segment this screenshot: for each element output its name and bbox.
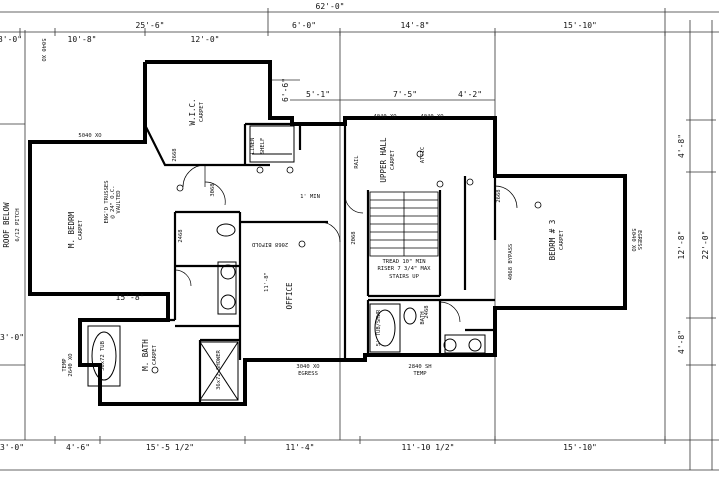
note-window-top: 5040 XO: [40, 38, 46, 61]
room-m-bedrm-name: M. BEDRM: [67, 211, 76, 248]
note-window-left: 5040 XO: [78, 133, 101, 139]
dim-bottom-5: 15'-10": [563, 443, 597, 452]
room-labels: W.I.C. CARPET M. BEDRM CARPET M. BATH CA…: [2, 98, 565, 370]
note-tub: 36x72 TUB: [100, 340, 106, 370]
note-door-2068: 2068: [351, 231, 357, 244]
note-shower: 36x72 SHOWER: [216, 349, 222, 389]
room-m-bath-name: M. BATH: [141, 339, 150, 371]
dim-top-1: 10'-8": [68, 35, 97, 44]
room-m-bath-floor: CARPET: [152, 344, 158, 365]
dim-bottom-4: 11'-10 1/2": [402, 443, 455, 452]
dim-top-5: 14'-8": [401, 21, 430, 30]
note-stairs-0: TREAD 10" MIN: [382, 259, 425, 265]
note-window-office: 3040 XO: [296, 364, 319, 370]
note-window-office-egress: EGRESS: [298, 371, 318, 377]
dim-left: 3'-0": [0, 333, 24, 342]
note-bath-label: BATH: [420, 311, 426, 324]
note-window-bath: 2840 SH: [408, 364, 431, 370]
dim-bottom-2: 15'-5 1/2": [146, 443, 194, 452]
roof-pitch-label: 6/12 PITCH: [15, 208, 21, 241]
dim-top-2: 25'-6": [136, 21, 165, 30]
dim-vertical-offset: 6'-6": [281, 78, 290, 102]
room-upper-hall-floor: CARPET: [390, 149, 396, 170]
dimension-lines: [0, 8, 719, 471]
note-tub-bath: 5' TUB/SHWR: [376, 309, 382, 346]
note-window-bath-temp: TEMP: [413, 371, 427, 377]
room-wic-floor: CARPET: [199, 101, 205, 122]
room-wic-name: W.I.C.: [188, 98, 197, 125]
note-door-2668-a: 2668: [172, 148, 178, 161]
note-rail: RAIL: [354, 155, 360, 169]
dim-top-4: 6'-0": [292, 21, 316, 30]
room-bedrm3-floor: CARPET: [559, 229, 565, 250]
interior-walls: [110, 62, 497, 404]
note-bypass: 4068 BYPASS: [508, 244, 514, 280]
note-door-2468-b: 2468: [424, 305, 430, 318]
dim-bottom-0: 3'-0": [0, 443, 24, 452]
room-bedrm3-name: BEDRM # 3: [548, 220, 557, 261]
room-m-bedrm-floor: CARPET: [78, 219, 84, 240]
dim-top-6: 15'-10": [563, 21, 597, 30]
note-window-temp: TEMP: [62, 358, 68, 372]
note-door-2668-b: 2668: [496, 189, 502, 202]
dim-bottom-3: 11'-4": [286, 443, 315, 452]
note-bifold: 2068 BIFOLD: [252, 241, 288, 247]
roof-below-label: ROOF BELOW: [2, 202, 11, 248]
dim-right-2: 4'-8": [677, 330, 686, 354]
note-door-3068: 3068: [210, 183, 216, 196]
note-window-bed3-egress: EGRESS: [636, 230, 642, 250]
fixtures: [87, 125, 486, 401]
note-trusses-2: VAULTED: [116, 190, 122, 213]
dim-top-0: 3'-0": [0, 35, 22, 44]
room-office-floor: 11'-8": [264, 272, 270, 292]
note-window-hall-b: 4040 XO: [420, 114, 443, 120]
room-upper-hall-name: UPPER HALL: [379, 137, 388, 183]
exterior-walls: [28, 60, 627, 406]
note-stairs-1: RISER 7 3/4" MAX: [378, 266, 432, 272]
note-trusses-1: @ 24" O.C.: [110, 185, 116, 218]
dim-right-0: 4'-8": [677, 134, 686, 158]
note-window-bed3: 5040 XO: [630, 228, 636, 251]
dim-sub-2: 4'-2": [458, 90, 482, 99]
dim-sub-1: 7'-5": [393, 90, 417, 99]
dim-top-3: 12'-0": [191, 35, 220, 44]
stairs: [369, 191, 439, 257]
doors: [174, 164, 518, 323]
note-window-temp-code: 2640 XO: [68, 353, 74, 376]
note-door-2468-a: 2468: [178, 229, 184, 242]
dim-bottom-1: 4'-6": [66, 443, 90, 452]
dimension-labels: 62'-0" 3'-0" 10'-8" 25'-6" 12'-0" 6'-0" …: [0, 2, 710, 452]
ceiling-markers: [151, 150, 542, 374]
note-shelf: SHELF: [260, 138, 266, 155]
note-stairs-2: STAIRS UP: [389, 274, 419, 280]
dim-right-1: 12'-8": [677, 231, 686, 260]
room-office-name: OFFICE: [285, 282, 294, 310]
note-vent: 1' MIN: [300, 194, 320, 200]
note-window-hall-a: 4040 XO: [373, 114, 396, 120]
note-trusses-0: ENG'D TRUSSES: [104, 180, 110, 223]
dim-top-overall: 62'-0": [316, 2, 345, 11]
dim-wall: 15'-8": [116, 293, 145, 302]
notes: ENG'D TRUSSES @ 24" O.C. VAULTED TREAD 1…: [40, 38, 642, 389]
dim-sub-0: 5'-1": [306, 90, 330, 99]
dim-right-3: 22'-0": [701, 231, 710, 260]
note-linen: LINEN: [250, 138, 256, 155]
